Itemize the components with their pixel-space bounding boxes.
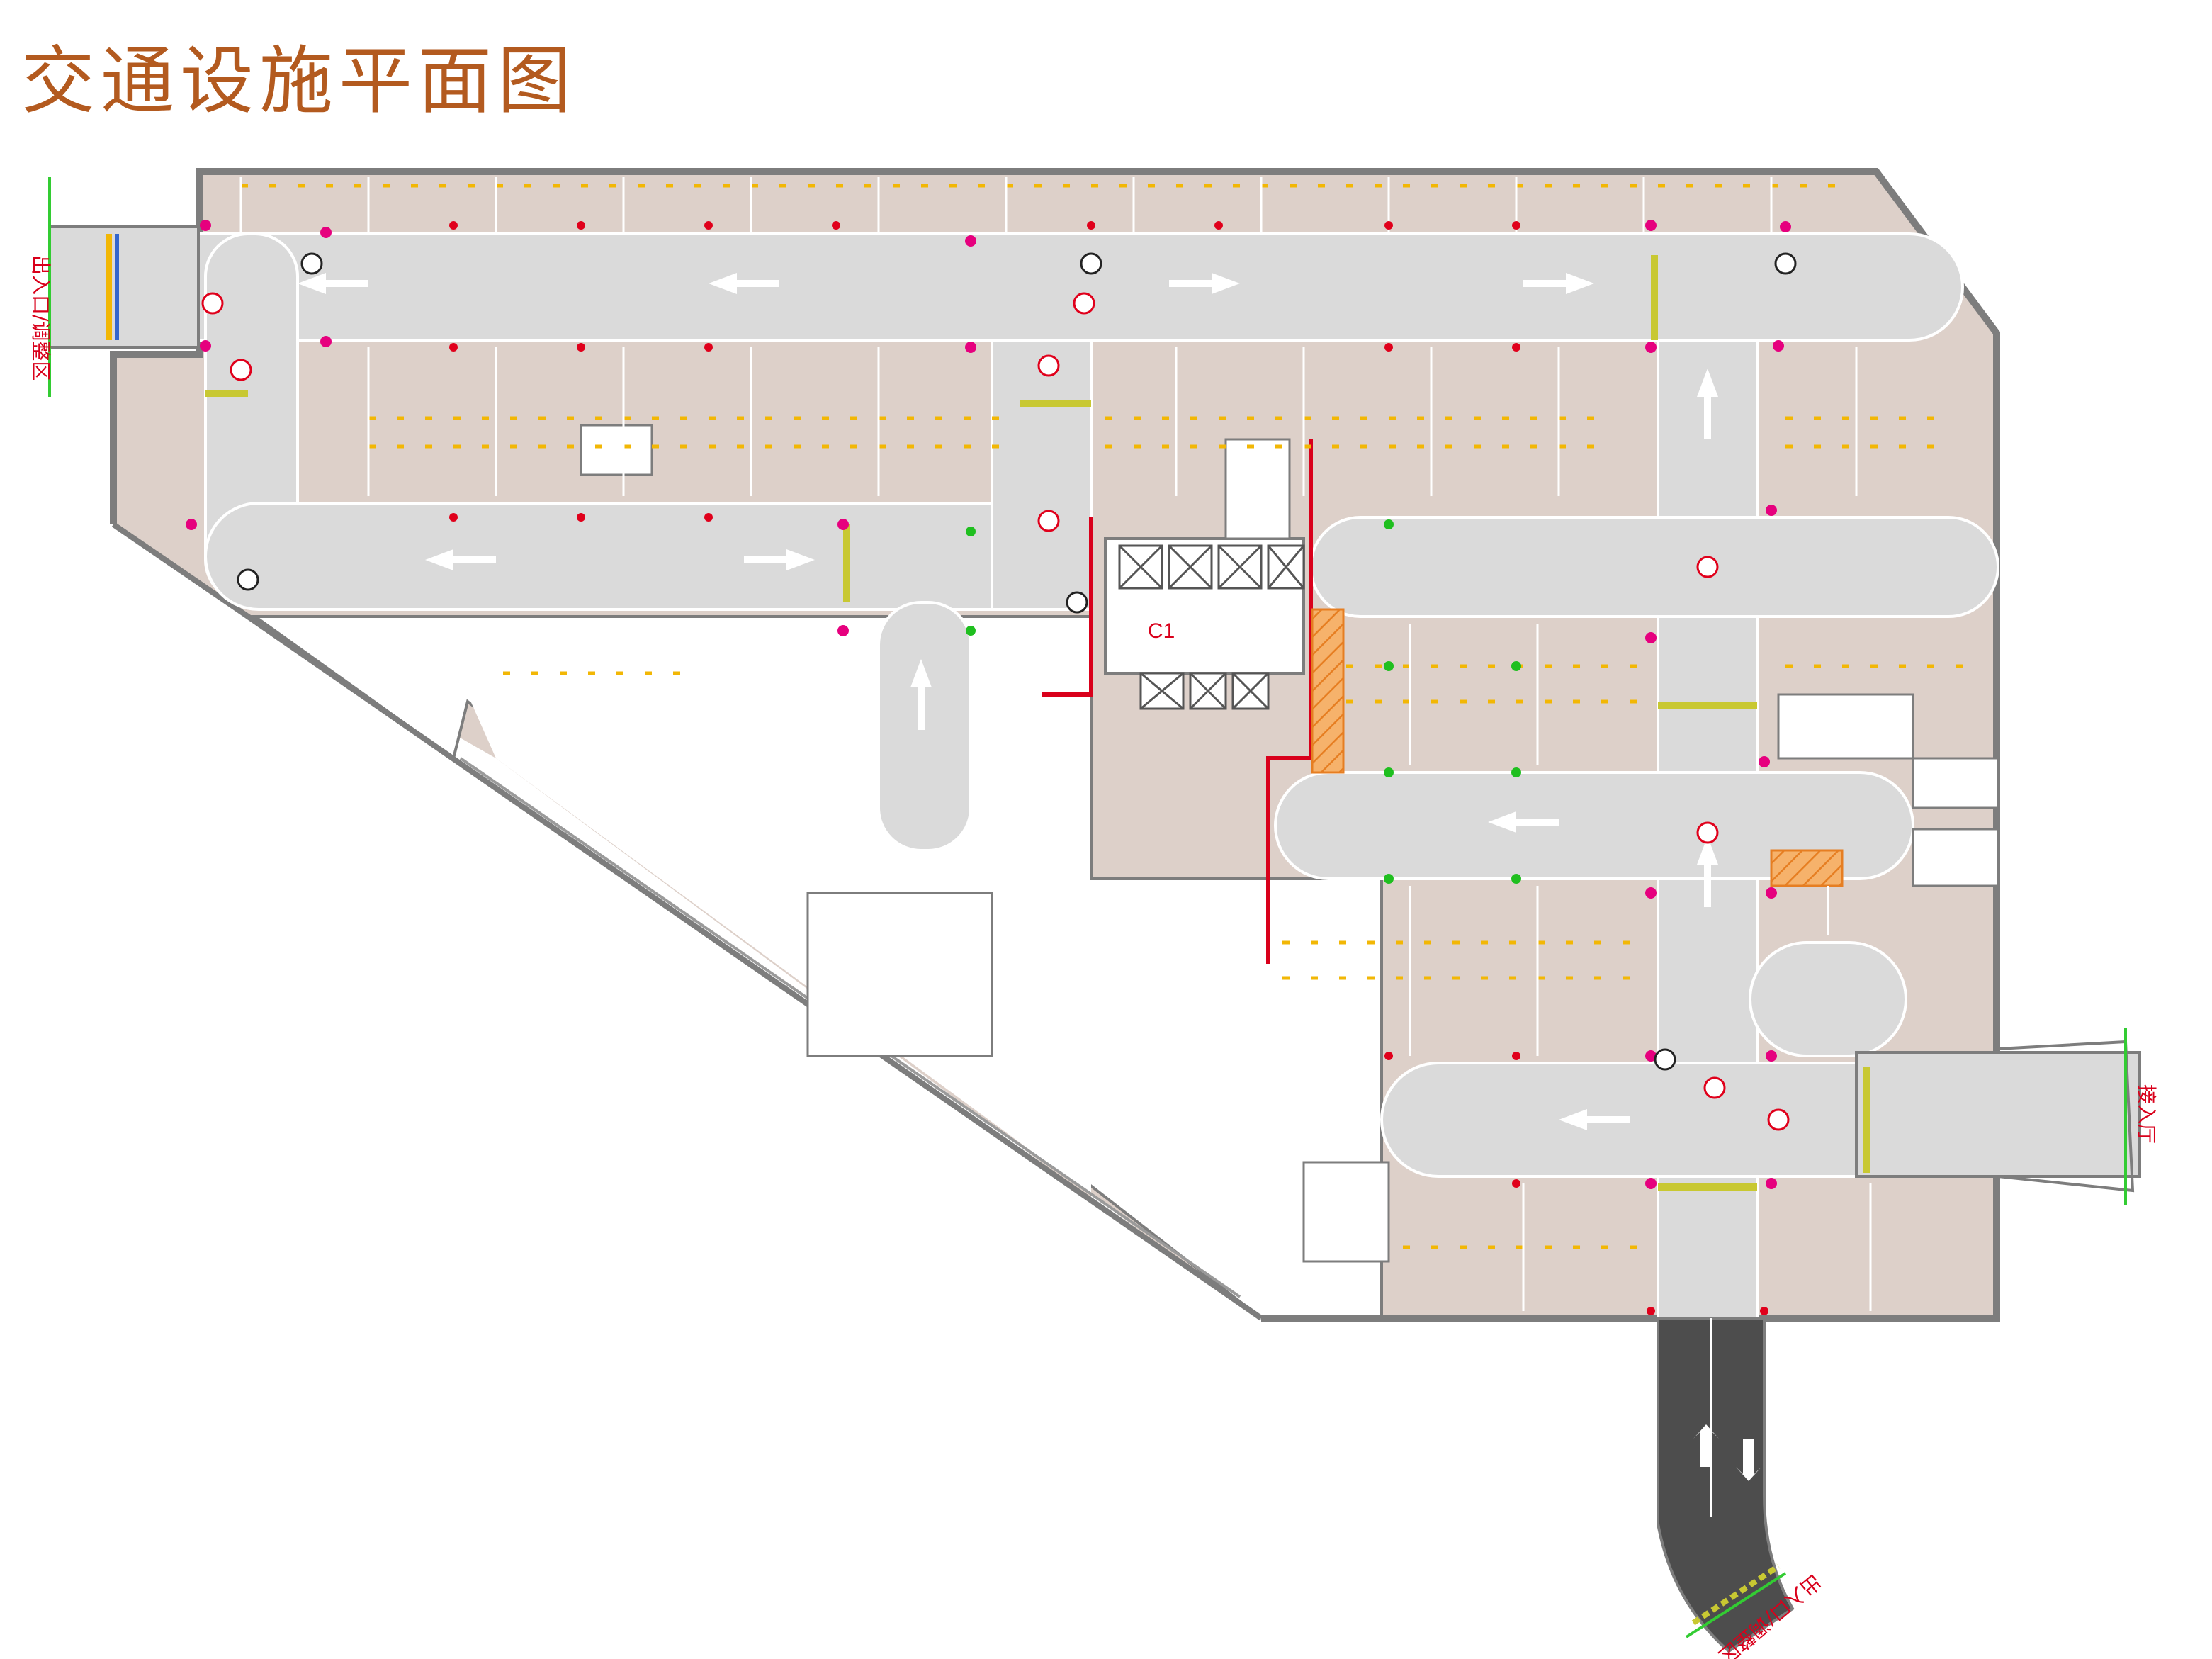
south-ramp [1657, 1317, 1795, 1653]
south-speed-hump [1691, 1563, 1781, 1626]
east-aisle-1 [1309, 516, 1999, 618]
stall-rows [241, 184, 1984, 1249]
direction-arrow-icon [298, 273, 368, 294]
stall-dividers [239, 177, 1872, 1311]
east-entrance-label: 接入厅 [2135, 1084, 2158, 1144]
hydrants [186, 220, 1791, 1189]
emergency-lights [449, 221, 1783, 1315]
fire-shutter-zone [1311, 608, 1345, 774]
direction-arrow-icon [1488, 811, 1559, 833]
direction-arrow-icon [910, 659, 932, 730]
hatched-zone-east [1770, 849, 1844, 887]
no-parking-signs [237, 252, 1797, 1071]
ramp-arrow-up-icon [1693, 1424, 1719, 1467]
direction-arrow-icon [425, 549, 496, 570]
ramp-arrow-down-icon [1736, 1439, 1761, 1481]
direction-arrow-icon [1559, 1109, 1630, 1130]
page-title: 交通设施平面图 [21, 38, 577, 124]
service-rooms [580, 424, 1999, 1263]
west-entrance-label: 出入口/调整区 [29, 255, 52, 381]
east-entry-corridor [1855, 1051, 2141, 1178]
middle-aisle [204, 502, 1093, 611]
direction-arrow-icon [1523, 273, 1594, 294]
east-aisle-bend [1749, 941, 1907, 1057]
west-floor [113, 354, 255, 624]
diagonal-wall [111, 522, 1263, 1321]
direction-arrow-icon [709, 273, 779, 294]
core-label: C1 [1148, 619, 1175, 643]
outer-wall [110, 168, 2000, 1322]
west-gate [115, 234, 119, 340]
fire-wall-east [1266, 439, 1313, 964]
fire-wall-west [1042, 517, 1093, 697]
link-aisle-1 [991, 339, 1093, 611]
west-entry-corridor [48, 225, 200, 349]
unbuilt-triangle [99, 524, 1261, 1325]
east-entry-wall [1997, 1040, 2135, 1193]
elevator-bank [1118, 544, 1305, 710]
direction-arrow-icon [744, 549, 815, 570]
direction-arrow-icon [1697, 369, 1718, 439]
west-speed-hump [106, 234, 112, 340]
south-boundary-line [1685, 1572, 1787, 1638]
east-aisle-2 [1274, 771, 1914, 880]
speed-humps [205, 255, 1870, 1191]
direction-arrows [298, 273, 1718, 1130]
speed-limit-signs [201, 292, 1790, 1131]
direction-arrow-icon [1169, 273, 1240, 294]
green-lights [966, 519, 1521, 884]
direction-arrow-icon [1697, 836, 1718, 907]
